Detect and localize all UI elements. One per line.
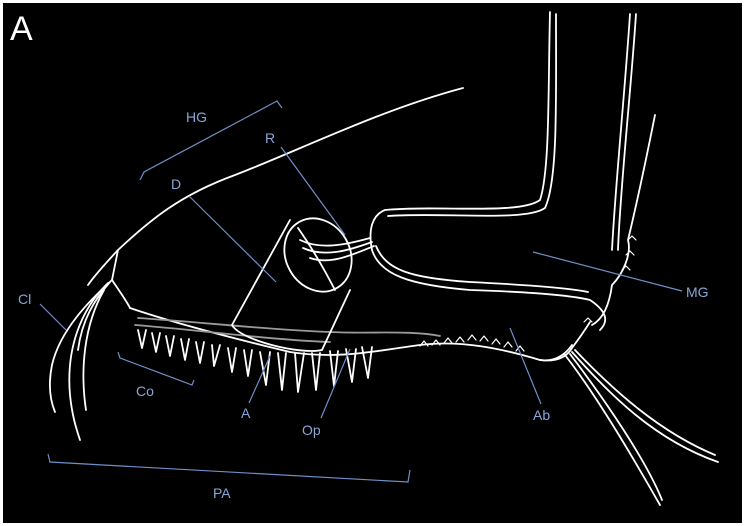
leader-Cl bbox=[40, 304, 66, 330]
bracket-HG bbox=[140, 101, 282, 180]
dorsal-outline bbox=[88, 88, 463, 285]
posterior-spine-1 bbox=[565, 355, 660, 505]
leader-MG bbox=[533, 252, 682, 291]
leader-D bbox=[189, 196, 276, 282]
tube-inner bbox=[388, 14, 556, 216]
leader-Ab bbox=[510, 328, 541, 404]
label-R: R bbox=[265, 131, 275, 145]
bracket-PA bbox=[48, 454, 410, 482]
label-Ab: Ab bbox=[533, 408, 550, 422]
bracket-Co bbox=[118, 352, 194, 385]
posterior-spine-3 bbox=[570, 354, 662, 500]
label-MG: MG bbox=[686, 285, 709, 299]
label-Co: Co bbox=[136, 384, 154, 398]
posterior-spine-4 bbox=[575, 350, 715, 455]
label-Op: Op bbox=[302, 423, 321, 437]
label-PA: PA bbox=[213, 486, 231, 500]
leader-R bbox=[281, 147, 345, 235]
claw-inner bbox=[83, 290, 104, 410]
ventral-outline bbox=[130, 308, 572, 360]
inner-line-1 bbox=[138, 318, 440, 336]
midgut-inner bbox=[376, 246, 588, 292]
leader-Op bbox=[321, 349, 350, 418]
midgut-right bbox=[592, 115, 655, 325]
panel-letter: A bbox=[10, 12, 33, 46]
anterior-edge bbox=[112, 250, 130, 308]
claw-outer bbox=[50, 280, 112, 412]
label-Cl: Cl bbox=[18, 292, 31, 306]
label-D: D bbox=[171, 177, 181, 191]
cylinder-fan-1 bbox=[300, 238, 370, 246]
claw-mid bbox=[69, 283, 108, 440]
inner-line-2 bbox=[135, 325, 330, 342]
label-HG: HG bbox=[186, 110, 207, 124]
label-A: A bbox=[241, 406, 250, 420]
